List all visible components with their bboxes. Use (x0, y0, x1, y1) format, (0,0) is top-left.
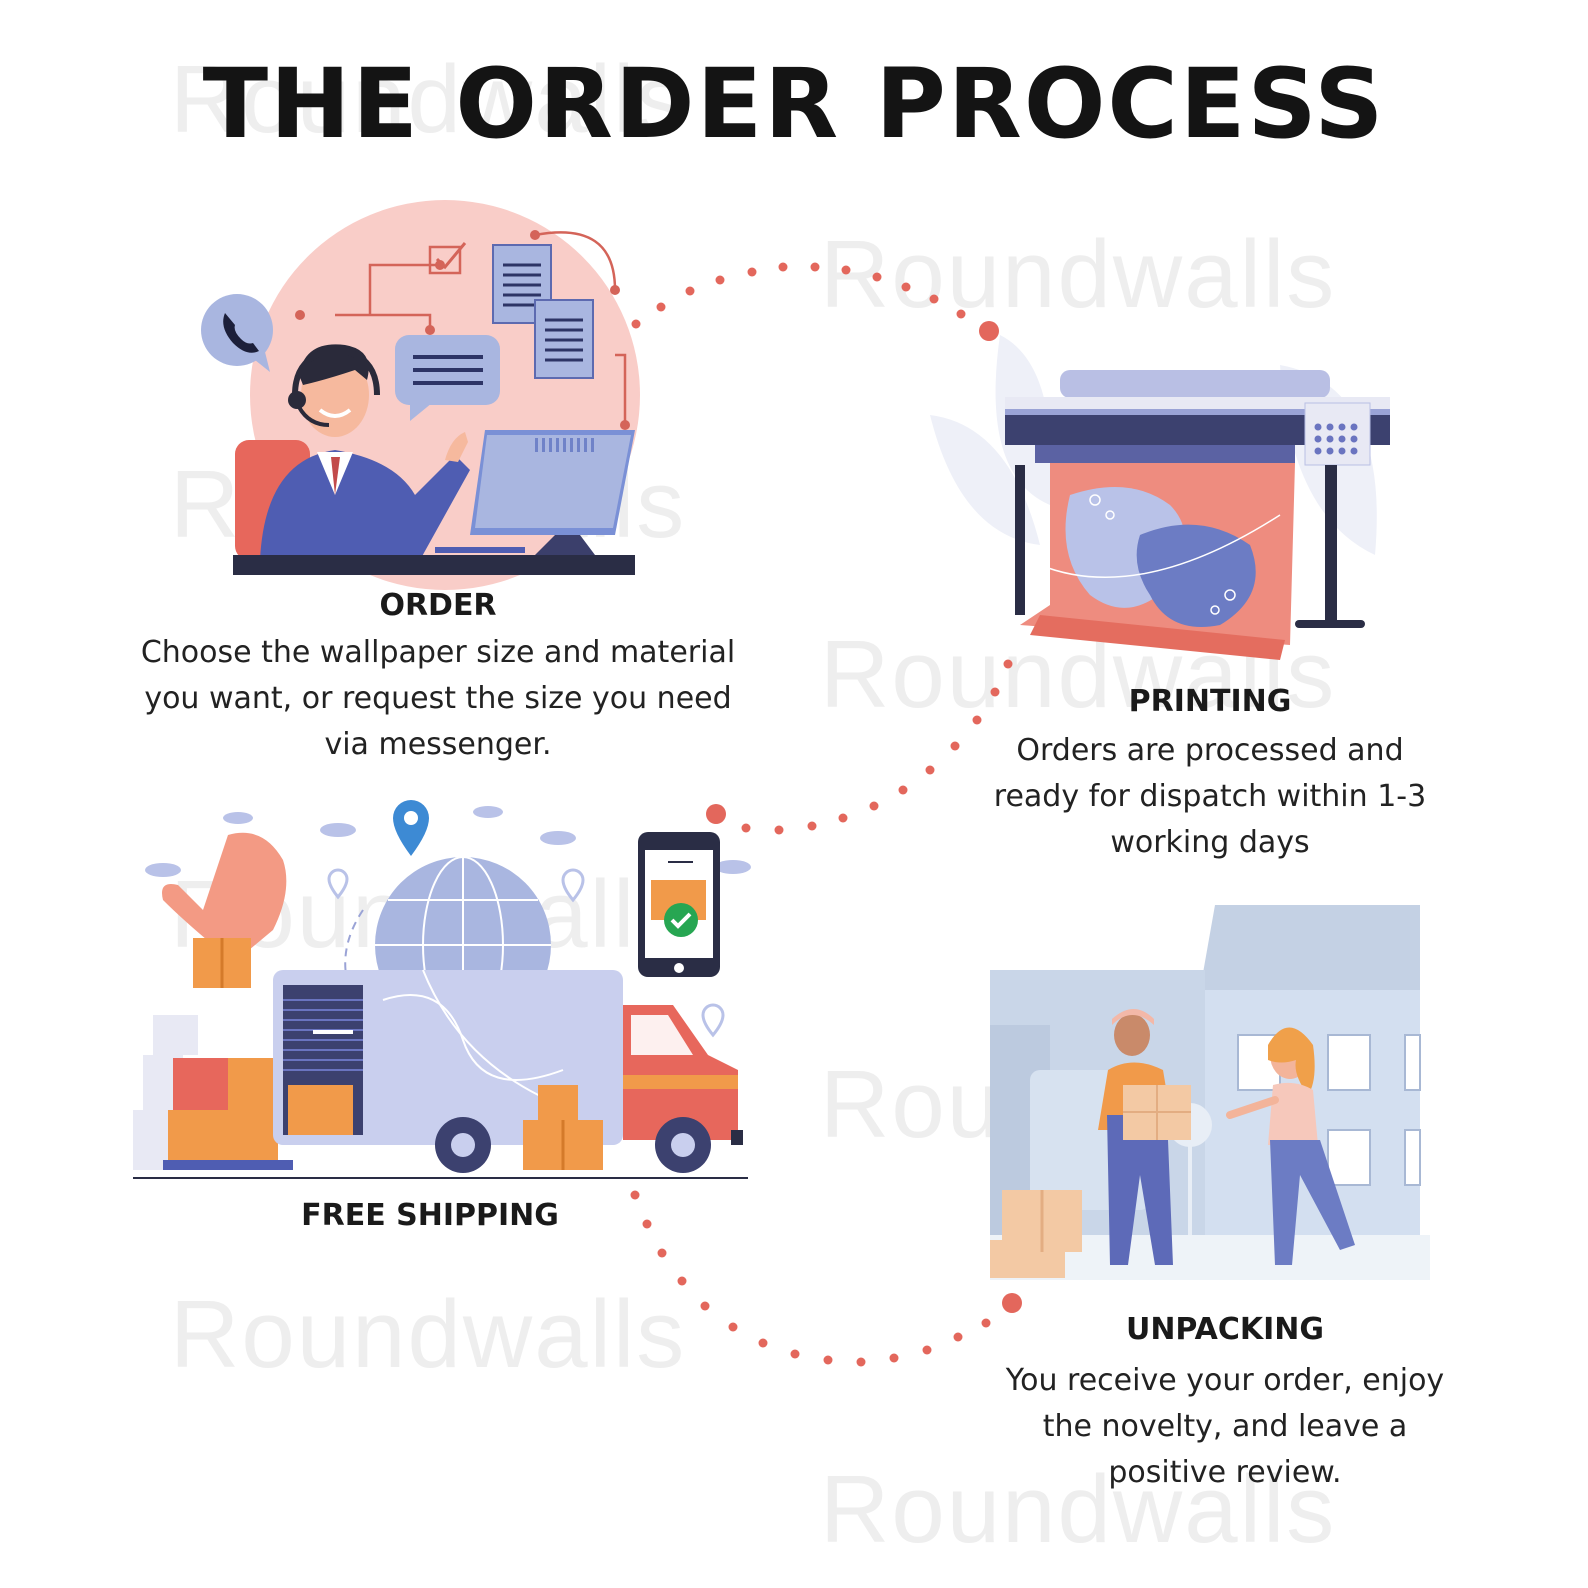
step-heading-unpacking: UNPACKING (1125, 1312, 1325, 1347)
large-format-printer-icon (930, 335, 1390, 660)
page-title: THE ORDER PROCESS (202, 48, 1386, 160)
step-heading-order: ORDER (379, 588, 497, 623)
step-heading-printing: PRINTING (1128, 684, 1292, 719)
step-description-printing: Orders are processed and ready for dispa… (993, 733, 1427, 860)
step-description-order: Choose the wallpaper size and material y… (140, 635, 736, 762)
courier-handover-icon (990, 905, 1430, 1280)
step-heading-shipping: FREE SHIPPING (301, 1198, 559, 1233)
customer-support-operator-icon (201, 200, 640, 590)
step-description-unpacking: You receive your order, enjoy the novelt… (1005, 1363, 1445, 1490)
delivery-truck-icon (133, 800, 751, 1179)
